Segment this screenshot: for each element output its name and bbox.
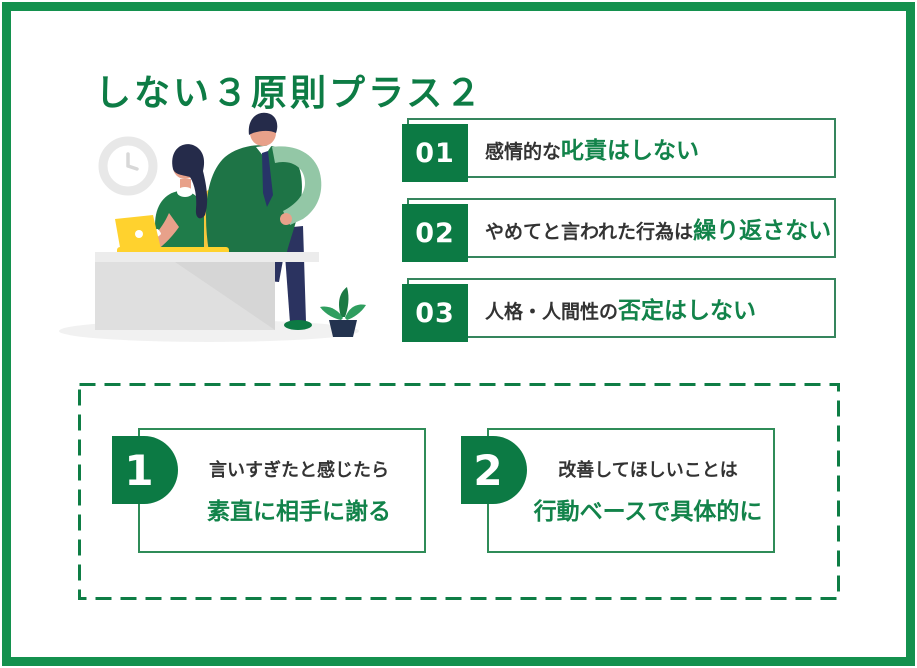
- principle-bar: やめてと言われた行為は繰り返さない: [407, 198, 836, 258]
- principle-text-highlight: 繰り返さない: [693, 218, 832, 244]
- office-scene-illustration: [59, 112, 366, 342]
- principle-number-badge: 03: [402, 284, 468, 342]
- wall-clock-icon: [98, 136, 158, 196]
- plus-number-badge: 1: [112, 436, 178, 504]
- principle-text: 感情的な叱責はしない: [485, 131, 699, 165]
- plus-card-line2: 行動ベースで具体的に: [533, 498, 763, 525]
- plus-card-line2: 素直に相手に謝る: [207, 498, 391, 525]
- standing-man: [206, 112, 322, 330]
- principle-text: やめてと言われた行為は繰り返さない: [485, 211, 831, 245]
- principle-row-2: やめてと言われた行為は繰り返さない 02: [402, 198, 838, 264]
- plus-number-badge: 2: [461, 436, 527, 504]
- potted-plant-icon: [320, 287, 366, 337]
- principle-text-normal: やめてと言われた行為は: [485, 221, 694, 243]
- principle-number-badge: 01: [402, 124, 468, 182]
- principle-text: 人格・人間性の否定はしない: [485, 291, 756, 325]
- principle-text-highlight: 否定はしない: [618, 298, 757, 324]
- principle-bar: 人格・人間性の否定はしない: [407, 278, 836, 338]
- plus-card-2: 2 改善してほしいことは 行動ベースで具体的に: [461, 428, 775, 553]
- principle-number-badge: 02: [402, 204, 468, 262]
- plus-two-section: 1 言いすぎたと感じたら 素直に相手に謝る 2 改善してほしいことは 行動ベース…: [78, 383, 840, 600]
- plus-card-1: 1 言いすぎたと感じたら 素直に相手に謝る: [112, 428, 426, 553]
- plus-card-line1: 言いすぎたと感じたら: [209, 459, 389, 481]
- principle-text-normal: 人格・人間性の: [485, 301, 619, 323]
- plus-card-line1: 改善してほしいことは: [558, 459, 738, 481]
- page-title: しない３原則プラス２: [95, 73, 485, 115]
- principle-bar: 感情的な叱責はしない: [407, 118, 836, 178]
- plus-section-dashed-border: [78, 383, 840, 600]
- principle-row-1: 感情的な叱責はしない 01: [402, 118, 838, 184]
- desk: [95, 252, 319, 330]
- principle-text-normal: 感情的な: [485, 141, 562, 163]
- principle-row-3: 人格・人間性の否定はしない 03: [402, 278, 838, 344]
- principle-text-highlight: 叱責はしない: [561, 138, 700, 164]
